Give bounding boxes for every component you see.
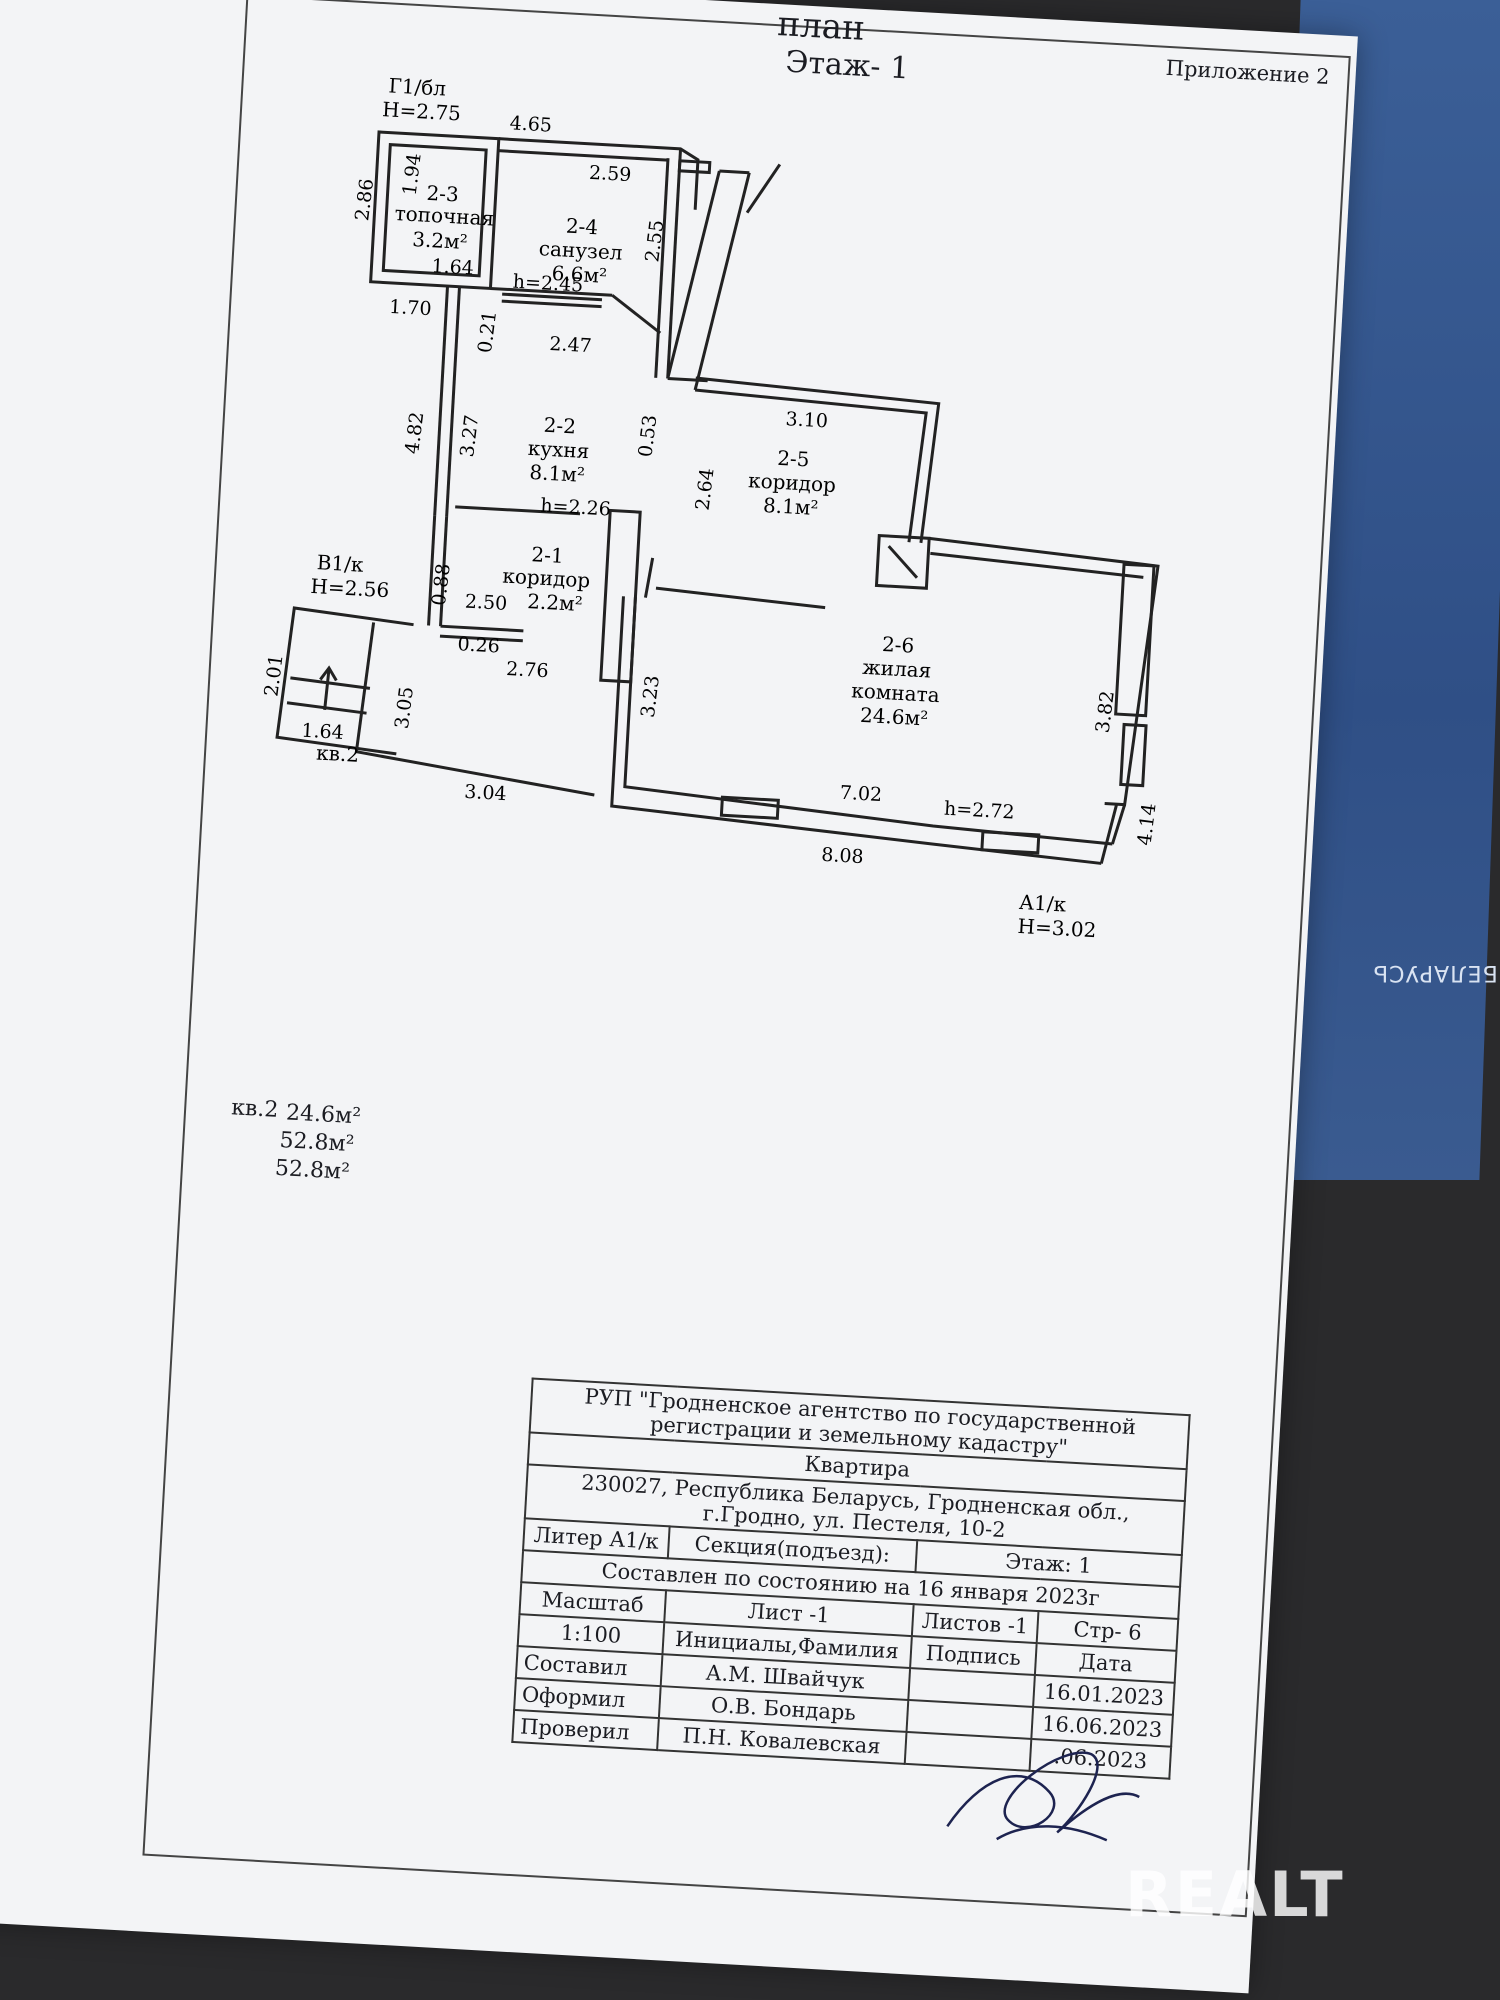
- room-2-6-id: 2-6: [881, 632, 915, 658]
- annex-a1-label: А1/к: [1018, 890, 1067, 917]
- apartment-label: кв.2: [316, 740, 360, 766]
- dim-3-10: 3.10: [785, 408, 828, 432]
- dim-7-02: 7.02: [839, 782, 882, 806]
- dim-0-53: 0.53: [634, 414, 661, 459]
- dim-2-59: 2.59: [588, 162, 631, 186]
- dim-4-82: 4.82: [401, 411, 428, 456]
- height-2-26: h=2.26: [540, 495, 612, 521]
- annex-a1-height: H=3.02: [1017, 914, 1097, 942]
- dim-2-86: 2.86: [351, 177, 378, 222]
- role-checked: Проверил: [512, 1709, 659, 1751]
- room-2-6-area: 24.6м²: [860, 703, 929, 731]
- room-2-2-id: 2-2: [543, 413, 577, 439]
- room-2-3-id: 2-3: [426, 181, 460, 207]
- dim-2-50: 2.50: [464, 591, 507, 615]
- height-2-72: h=2.72: [944, 798, 1016, 824]
- annex-g1-label: Г1/бл: [388, 73, 447, 100]
- summary-total-1: 52.8м²: [278, 1128, 356, 1158]
- dim-3-27: 3.27: [456, 414, 483, 459]
- dim-3-05: 3.05: [391, 685, 418, 730]
- room-2-3-area: 3.2м²: [412, 227, 469, 254]
- room-2-1-id: 2-1: [531, 542, 565, 568]
- title-block: РУП "Гродненское агентство по государств…: [511, 1377, 1190, 1779]
- dim-3-82: 3.82: [1092, 690, 1119, 735]
- room-2-4-area: 6.6м²: [551, 261, 608, 288]
- dim-2-76: 2.76: [506, 658, 549, 682]
- summary-total-2: 52.8м²: [274, 1155, 351, 1185]
- room-2-1-name: коридор: [502, 564, 591, 593]
- dim-2-64: 2.64: [691, 467, 718, 512]
- room-2-5-name: коридор: [748, 468, 837, 497]
- dim-1-64-a: 1.64: [431, 255, 474, 279]
- floor-plan-drawing: 2-3 топочная 3.2м² 2-4 санузел 6.6м² 2-2…: [260, 73, 1160, 942]
- room-2-2-name: кухня: [527, 436, 590, 463]
- dim-4-14: 4.14: [1133, 802, 1160, 847]
- annex-v1-height: H=2.56: [310, 574, 390, 602]
- room-2-6-name: жилая: [862, 655, 932, 683]
- room-2-3-name: топочная: [394, 201, 495, 231]
- dim-8-08: 8.08: [821, 844, 864, 868]
- dim-4-65: 4.65: [509, 112, 552, 136]
- realt-watermark-logo: REALT: [1125, 1858, 1345, 1931]
- dim-0-88: 0.88: [428, 562, 455, 607]
- room-2-1-area: 2.2м²: [527, 589, 584, 616]
- dim-2-01: 2.01: [260, 653, 287, 698]
- signature-scribble: [946, 1751, 1140, 1842]
- document-sheet: план Этаж- 1 Приложение 2: [0, 0, 1358, 1994]
- dim-0-21: 0.21: [474, 309, 501, 354]
- room-2-5-id: 2-5: [777, 446, 811, 472]
- dim-2-55: 2.55: [641, 219, 668, 264]
- room-2-2-area: 8.1м²: [529, 460, 586, 487]
- summary-living-area: 24.6м²: [285, 1100, 362, 1130]
- dim-2-47: 2.47: [549, 333, 592, 357]
- dim-0-26: 0.26: [457, 633, 500, 657]
- dim-3-04: 3.04: [464, 781, 507, 805]
- dim-1-70: 1.70: [389, 296, 432, 320]
- room-2-4-id: 2-4: [565, 214, 599, 240]
- dim-3-23: 3.23: [637, 674, 664, 719]
- room-2-5-area: 8.1м²: [762, 493, 819, 520]
- room-2-6-name2: комната: [851, 678, 941, 707]
- dim-1-64-b: 1.64: [301, 720, 344, 744]
- annex-v1-label: В1/к: [316, 550, 364, 577]
- room-2-4-name: санузел: [538, 236, 623, 265]
- height-2-45: h=2.45: [512, 271, 584, 297]
- annex-g1-height: H=2.75: [382, 97, 462, 125]
- dim-1-94: 1.94: [399, 152, 426, 197]
- summary-apt-label: кв.2: [230, 1095, 280, 1123]
